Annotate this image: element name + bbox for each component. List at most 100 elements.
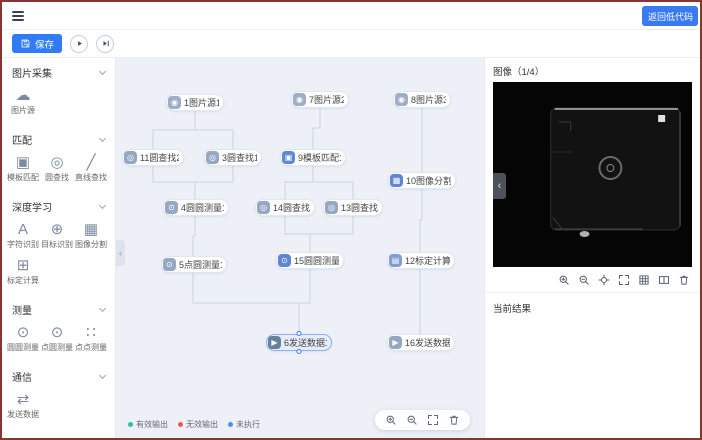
node-8-image-source[interactable]: 8图片源3 xyxy=(393,91,451,108)
toolbar: 保存 xyxy=(2,30,700,58)
image-panel-title: 图像（1/4） xyxy=(493,67,545,78)
tool-ocr[interactable]: A 字符识别 xyxy=(7,221,39,249)
node-14-circle-find[interactable]: 14圆查找4 xyxy=(255,199,315,216)
chevron-down-icon xyxy=(98,67,107,76)
sidebar-collapse-handle[interactable]: ‹ xyxy=(116,240,125,266)
not-executed-dot xyxy=(228,422,233,427)
image-toolbar xyxy=(485,267,700,292)
calibration-icon xyxy=(389,254,402,267)
save-icon xyxy=(20,38,31,49)
tool-sidebar: 图片采集 ☁ 图片源 匹配 ▣ 模板匹配 ◎ 圆查找 xyxy=(2,58,116,438)
tool-calibration[interactable]: ⊞ 标定计算 xyxy=(7,257,39,285)
right-panel: 图像（1/4） ‹ xyxy=(484,58,700,438)
node-11-circle-find[interactable]: 11圆查找2 xyxy=(122,149,184,166)
tool-image-source[interactable]: ☁ 图片源 xyxy=(11,87,35,115)
send-data-icon xyxy=(268,336,281,349)
top-header: 返回低代码 xyxy=(2,2,700,30)
section-deep-learning[interactable]: 深度学习 xyxy=(2,192,115,219)
node-9-template-match[interactable]: 9模板匹配1 xyxy=(280,149,346,166)
legend-item-notrun: 未执行 xyxy=(228,419,260,430)
send-data-icon: ⇄ xyxy=(16,391,30,408)
image-zoom-out-button[interactable] xyxy=(578,274,590,286)
chevron-down-icon xyxy=(98,134,107,143)
run-once-button[interactable] xyxy=(96,34,115,53)
tool-point-point-measure[interactable]: ∷ 点点测量 xyxy=(75,324,107,352)
section-items: A 字符识别 ⊕ 目标识别 ▦ 图像分割 ⊞ 标定计算 xyxy=(2,219,115,295)
legend-item-valid: 有效输出 xyxy=(128,419,168,430)
hamburger-menu-icon[interactable] xyxy=(12,10,24,21)
point-circle-measure-icon: ⊙ xyxy=(50,324,64,341)
section-measurement[interactable]: 测量 xyxy=(2,295,115,322)
image-grid-button[interactable] xyxy=(638,274,650,286)
current-result-title: 当前结果 xyxy=(485,292,700,321)
template-match-icon xyxy=(282,151,295,164)
back-to-lowcode-button[interactable]: 返回低代码 xyxy=(642,6,698,26)
circle-find-icon xyxy=(124,151,137,164)
segmentation-icon xyxy=(390,174,403,187)
chevron-down-icon xyxy=(98,371,107,380)
node-5-point-circle-measure[interactable]: 5点圆测量1 xyxy=(161,256,227,273)
image-locate-button[interactable] xyxy=(598,274,610,286)
delete-node-button[interactable] xyxy=(448,414,460,426)
save-button[interactable]: 保存 xyxy=(12,34,63,53)
zoom-in-button[interactable] xyxy=(385,414,397,426)
fit-view-button[interactable] xyxy=(427,414,439,426)
node-10-segmentation[interactable]: 10图像分割1 xyxy=(388,172,456,189)
legend-item-invalid: 无效输出 xyxy=(178,419,218,430)
tool-template-match[interactable]: ▣ 模板匹配 xyxy=(7,154,39,182)
node-12-calibration[interactable]: 12标定计算1 xyxy=(387,252,455,269)
node-output-handle[interactable] xyxy=(296,349,302,354)
node-13-circle-find[interactable]: 13圆查找3 xyxy=(323,199,383,216)
chevron-down-icon xyxy=(98,201,107,210)
image-source-icon xyxy=(293,93,306,106)
zoom-out-button[interactable] xyxy=(406,414,418,426)
circle-circle-measure-icon xyxy=(278,254,291,267)
node-input-handle[interactable] xyxy=(296,331,302,336)
section-label: 深度学习 xyxy=(12,203,52,214)
segmentation-icon: ▦ xyxy=(83,221,99,238)
node-3-circle-find[interactable]: 3圆查找1 xyxy=(204,149,262,166)
node-16-send-data[interactable]: 16发送数据2 xyxy=(387,334,455,351)
point-point-measure-icon: ∷ xyxy=(86,324,96,341)
template-match-icon: ▣ xyxy=(15,154,31,171)
tool-segmentation[interactable]: ▦ 图像分割 xyxy=(75,221,107,249)
circle-find-icon xyxy=(206,151,219,164)
flow-canvas[interactable]: 1图片源1 7图片源2 8图片源3 11圆查找2 3圆查找1 9模板匹配1 xyxy=(116,58,484,438)
circle-find-icon xyxy=(257,201,270,214)
send-data-icon xyxy=(389,336,402,349)
prev-image-button[interactable]: ‹ xyxy=(493,172,506,199)
point-circle-measure-icon xyxy=(163,258,176,271)
section-image-acquisition[interactable]: 图片采集 xyxy=(2,58,115,85)
tool-object-detect[interactable]: ⊕ 目标识别 xyxy=(41,221,73,249)
tool-point-circle-measure[interactable]: ⊙ 点圆测量 xyxy=(41,324,73,352)
tool-line-find[interactable]: ╱ 直线查找 xyxy=(75,154,107,182)
tool-circle-circle-measure[interactable]: ⊙ 圆圆测量 xyxy=(7,324,39,352)
inspection-image xyxy=(493,82,692,267)
status-legend: 有效输出 无效输出 未执行 xyxy=(128,419,260,430)
content-row: 图片采集 ☁ 图片源 匹配 ▣ 模板匹配 ◎ 圆查找 xyxy=(2,58,700,438)
canvas-zoom-toolbar xyxy=(375,410,470,430)
node-15-circle-circle-measure[interactable]: 15圆圆测量3 xyxy=(276,252,344,269)
section-communication[interactable]: 通信 xyxy=(2,362,115,389)
current-result-body xyxy=(485,321,700,438)
image-compare-button[interactable] xyxy=(658,274,670,286)
section-items: ⊙ 圆圆测量 ⊙ 点圆测量 ∷ 点点测量 xyxy=(2,322,115,362)
image-delete-button[interactable] xyxy=(678,274,690,286)
image-fullscreen-button[interactable] xyxy=(618,274,630,286)
image-source-icon xyxy=(395,93,408,106)
tool-send-data[interactable]: ⇄ 发送数据 xyxy=(7,391,39,419)
node-7-image-source[interactable]: 7图片源2 xyxy=(291,91,349,108)
tool-circle-find[interactable]: ◎ 圆查找 xyxy=(45,154,69,182)
section-label: 匹配 xyxy=(12,136,32,147)
image-zoom-in-button[interactable] xyxy=(558,274,570,286)
invalid-output-dot xyxy=(178,422,183,427)
node-6-send-data[interactable]: 6发送数据1 xyxy=(266,331,332,354)
section-matching[interactable]: 匹配 xyxy=(2,125,115,152)
ocr-icon: A xyxy=(17,221,28,238)
image-preview[interactable]: ‹ xyxy=(493,82,692,267)
circle-find-icon: ◎ xyxy=(50,154,64,171)
node-4-circle-circle-measure[interactable]: 4圆圆测量1 xyxy=(163,199,229,216)
run-button[interactable] xyxy=(70,34,89,53)
play-step-icon xyxy=(100,38,111,49)
node-1-image-source[interactable]: 1图片源1 xyxy=(166,94,224,111)
